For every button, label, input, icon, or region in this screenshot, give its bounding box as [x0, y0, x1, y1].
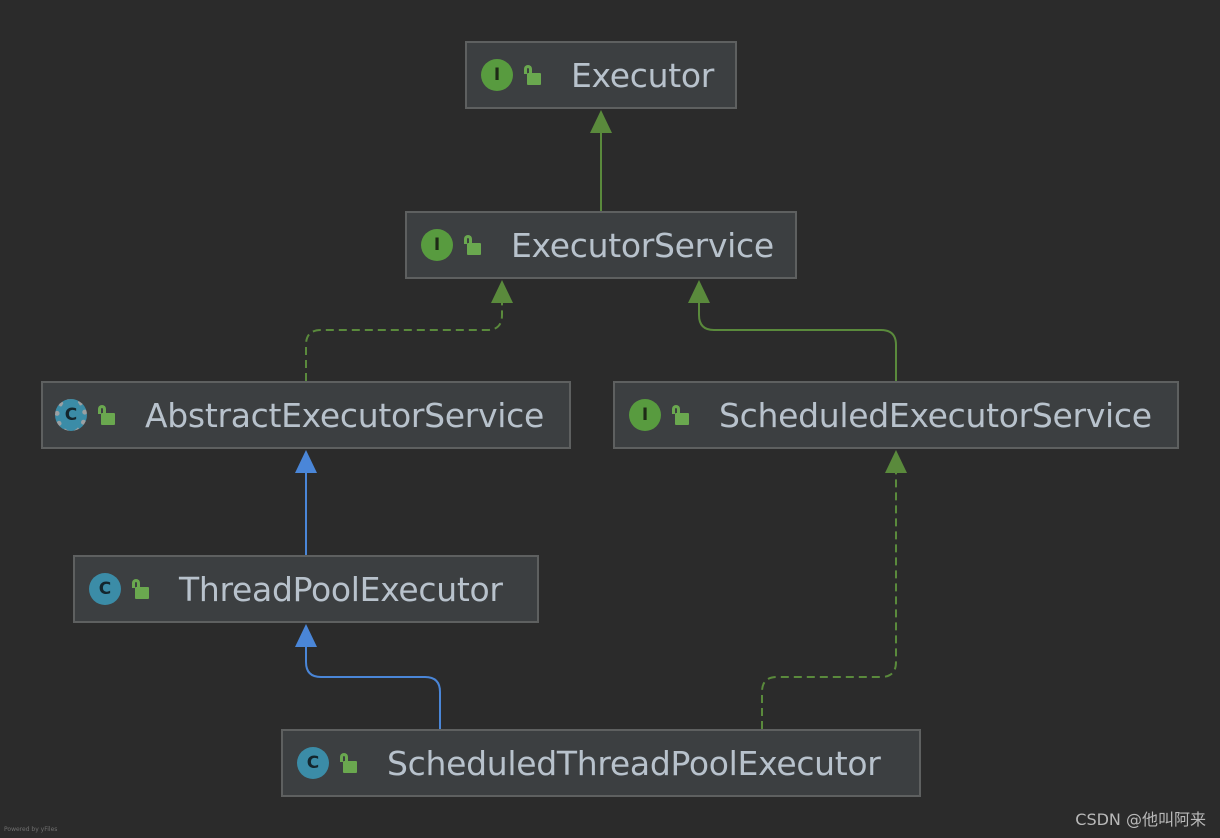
interface-icon: I: [629, 399, 661, 431]
arrowhead-scheduledthreadpoolexecutor-to-threadpoolexecutor: [295, 624, 317, 647]
node-scheduledexecutorservice[interactable]: I ScheduledExecutorService: [613, 381, 1179, 449]
node-label: AbstractExecutorService: [145, 395, 545, 435]
edge-scheduledthreadpoolexecutor-to-threadpoolexecutor: [305, 646, 441, 729]
node-label: ExecutorService: [511, 225, 774, 265]
node-scheduledthreadpoolexecutor[interactable]: C ScheduledThreadPoolExecutor: [281, 729, 921, 797]
node-label: ScheduledThreadPoolExecutor: [387, 743, 881, 783]
interface-icon: I: [481, 59, 513, 91]
arrowhead-scheduledexecutorservice-to-executorservice: [688, 280, 710, 303]
node-executorservice[interactable]: I ExecutorService: [405, 211, 797, 279]
public-lock-icon: [339, 753, 357, 773]
edges-layer: [295, 110, 907, 729]
node-label: ThreadPoolExecutor: [179, 569, 503, 609]
node-label: ScheduledExecutorService: [719, 395, 1152, 435]
edge-scheduledthreadpoolexecutor-to-scheduledexecutorservice: [761, 472, 897, 729]
watermark: CSDN @他叫阿来: [1075, 810, 1206, 829]
node-label: Executor: [571, 55, 715, 95]
arrowhead-scheduledthreadpoolexecutor-to-scheduledexecutorservice: [885, 450, 907, 473]
node-abstractexecutorservice[interactable]: C AbstractExecutorService: [41, 381, 571, 449]
arrowhead-executorservice-to-executor: [590, 110, 612, 133]
public-lock-icon: [523, 65, 541, 85]
public-lock-icon: [131, 579, 149, 599]
node-executor[interactable]: I Executor: [465, 41, 737, 109]
edge-scheduledexecutorservice-to-executorservice: [698, 302, 897, 381]
arrowhead-abstractexecutorservice-to-executorservice: [491, 280, 513, 303]
interface-icon: I: [421, 229, 453, 261]
class-icon: C: [89, 573, 121, 605]
public-lock-icon: [463, 235, 481, 255]
abstract-class-icon: C: [55, 399, 87, 431]
public-lock-icon: [671, 405, 689, 425]
powered-by-text: Powered by yFiles: [4, 826, 58, 833]
public-lock-icon: [97, 405, 115, 425]
arrowhead-threadpoolexecutor-to-abstractexecutorservice: [295, 450, 317, 473]
class-icon: C: [297, 747, 329, 779]
edge-abstractexecutorservice-to-executorservice: [305, 302, 503, 381]
node-threadpoolexecutor[interactable]: C ThreadPoolExecutor: [73, 555, 539, 623]
